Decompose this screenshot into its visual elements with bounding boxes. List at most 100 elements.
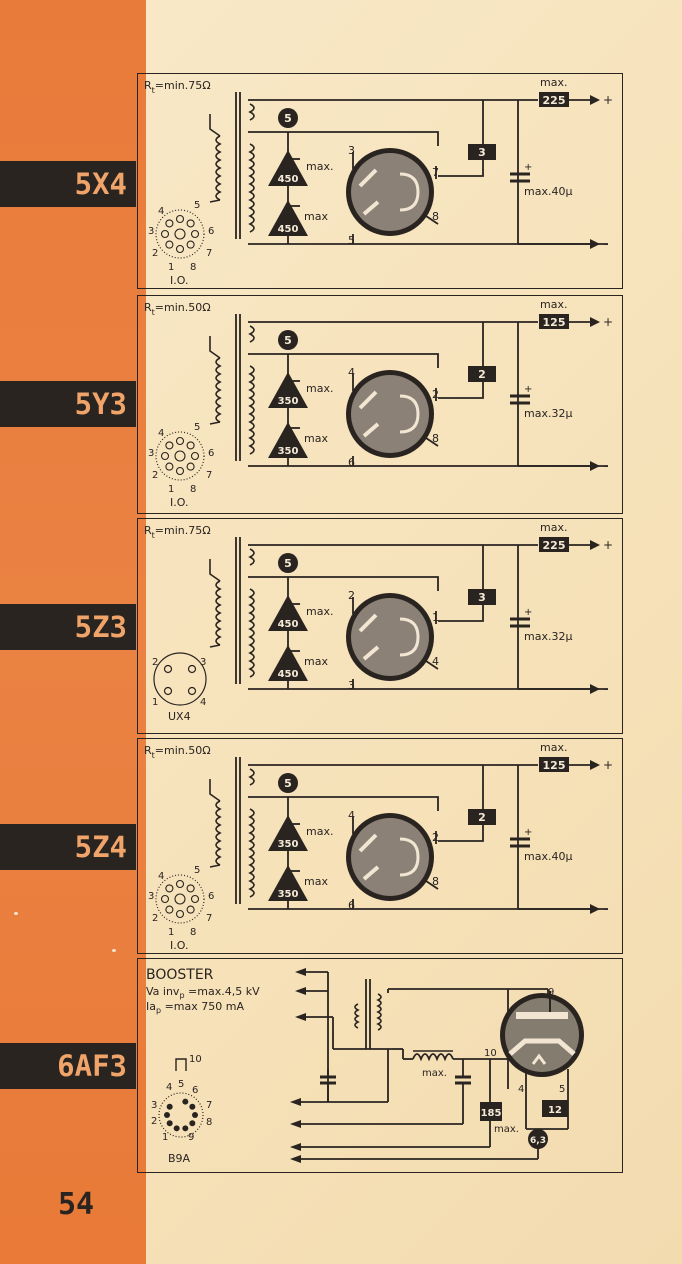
socket-key (174, 228, 186, 240)
wire (438, 765, 484, 842)
booster-title: BOOSTER (146, 967, 214, 983)
resistor-label: 5 (284, 334, 292, 347)
socket-pin-label: 4 (158, 206, 164, 217)
primary-coil (215, 357, 222, 423)
capacitor-label: max.40µ (524, 185, 572, 198)
resistor-185-label: 185 (481, 1108, 502, 1119)
output-minus: - (604, 682, 608, 696)
plate-resistor (468, 589, 496, 605)
booster-line-1: Va invp =max.4,5 kV (146, 985, 260, 1000)
tube-anodes (358, 390, 380, 438)
wire (438, 100, 484, 177)
filter-capacitor (510, 172, 530, 183)
tube-pin-5: 5 (559, 1084, 565, 1095)
socket-pin (175, 909, 185, 919)
resistor-circle (278, 553, 298, 573)
ground-arrow (590, 904, 600, 914)
socket-pin-label: 1 (168, 484, 174, 495)
output-voltage: 225 (543, 94, 566, 107)
booster-line-2: Iap =max 750 mA (146, 1000, 244, 1015)
wire (248, 131, 439, 146)
socket-outline (155, 874, 205, 924)
wire (248, 576, 439, 591)
booster-capacitors (320, 1075, 471, 1085)
output-voltage-box (539, 314, 569, 329)
socket-cap-pin: 10 (189, 1054, 202, 1065)
socket-b9a-label: B9A (168, 1152, 191, 1165)
socket-label: UX4 (168, 710, 191, 723)
socket-pin-label: 8 (190, 927, 196, 938)
wire (438, 545, 484, 622)
tube-pin-c: 5 (348, 234, 355, 247)
socket-pin-label: 7 (206, 470, 212, 481)
socket-pin (163, 686, 173, 696)
output-voltage: 125 (543, 316, 566, 329)
max-label-2: max (304, 875, 328, 888)
rt-sub: t (152, 751, 155, 760)
tube-leads (352, 597, 439, 689)
rt-prefix: R (144, 744, 152, 757)
paper-speck (112, 949, 116, 952)
rt-label: Rt=min.75Ω (144, 79, 211, 95)
output-minus: - (604, 459, 608, 473)
socket-pin (175, 244, 185, 254)
rectifier-circuit-diagram: Rt=min.50Ω5350max.350max42682+max.40µmax… (144, 741, 613, 952)
voltage-label: 350 (278, 839, 299, 850)
socket-pin-label: 3 (148, 226, 154, 237)
socket-pin-label: 4 (158, 428, 164, 439)
socket-pin-label: 2 (152, 913, 158, 924)
plate-resistor (468, 809, 496, 825)
secondary-coil (248, 143, 255, 233)
rectifier-circuit-diagram: Rt=min.75Ω5450max.450max21343+max.32µmax… (144, 521, 613, 723)
tube-pin-b: 7 (432, 166, 439, 179)
resistor-circle (278, 330, 298, 350)
primary-lead (209, 336, 221, 425)
resistor-185-max: max. (494, 1124, 519, 1135)
socket-pin-label: 2 (152, 248, 158, 259)
socket-pin (187, 686, 197, 696)
tube-label-5z4: 5Z4 (0, 824, 136, 870)
output-plus: + (603, 538, 613, 552)
socket-pin-label: 1 (152, 697, 158, 708)
voltage-label-2: 350 (278, 446, 299, 457)
tube-pin-4: 4 (518, 1084, 524, 1095)
resistor-circle (278, 773, 298, 793)
voltage-label-2: 450 (278, 224, 299, 235)
rt-sub: t (152, 531, 155, 540)
tube-label-5x4: 5X4 (0, 161, 136, 207)
resistor-185 (480, 1102, 502, 1121)
rt-prefix: R (144, 301, 152, 314)
socket-pin (190, 229, 200, 239)
socket-key (174, 450, 186, 462)
capacitor-label: max.40µ (524, 850, 572, 863)
plate-resistor-label: 3 (478, 591, 486, 604)
voltage-label: 350 (278, 396, 299, 407)
primary-coil (215, 580, 222, 646)
rt-sub: t (152, 308, 155, 317)
filament-coil (248, 768, 255, 786)
max-label-2: max (304, 432, 328, 445)
socket-pin (190, 451, 200, 461)
tube-filament (399, 617, 420, 657)
socket-pin (166, 1120, 173, 1127)
socket-pin-label: 3 (151, 1100, 157, 1111)
socket-pin-label: 6 (208, 891, 214, 902)
socket-pin-label: 2 (152, 657, 158, 668)
output-plus: + (603, 315, 613, 329)
socket-pin-label: 4 (200, 697, 206, 708)
output-arrow (590, 317, 600, 327)
rt-label: Rt=min.75Ω (144, 524, 211, 540)
socket-pin (182, 1098, 189, 1105)
socket-pin (165, 441, 174, 450)
socket-pin-label: 2 (151, 1116, 157, 1127)
socket-label: I.O. (170, 939, 188, 952)
socket-pin (192, 1112, 198, 1118)
socket-pin (175, 466, 185, 476)
socket-label: I.O. (170, 496, 188, 509)
tube-leads (352, 152, 439, 244)
tube-pin-b: 1 (432, 611, 439, 624)
output-max: max. (540, 741, 567, 754)
